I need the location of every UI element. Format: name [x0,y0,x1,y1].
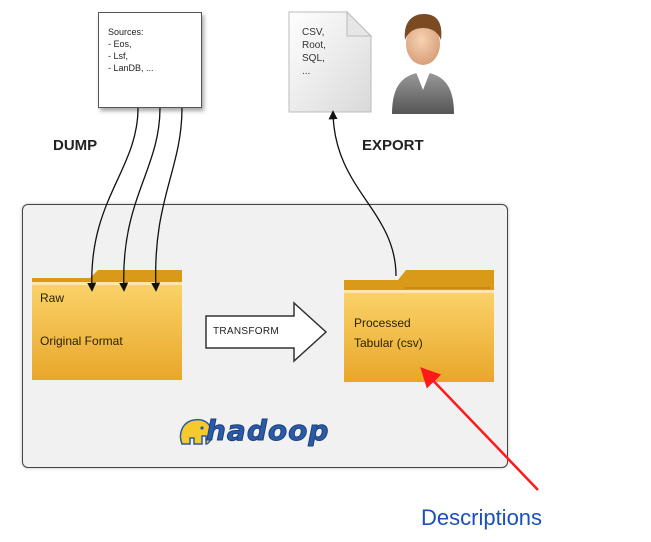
dump-label: DUMP [53,137,98,154]
user-icon [392,14,454,114]
transform-arrow [205,301,328,363]
hadoop-elephant-icon [179,418,213,445]
processed-folder-line2: Tabular (csv) [354,336,423,350]
dump-line-3 [151,107,183,292]
dump-line-2 [119,107,161,292]
raw-folder-title: Raw [40,291,65,305]
raw-folder-subtitle: Original Format [40,334,123,348]
dump-line-1 [87,107,139,292]
descriptions-label: Descriptions [421,505,543,530]
processed-folder-icon [344,270,494,382]
annotation-arrow [420,367,539,491]
transform-label: TRANSFORM [213,326,280,337]
export-line [328,110,397,277]
export-formats: CSV, Root, SQL, ... [302,27,326,77]
sources-box [98,12,202,108]
hadoop-logo-text: hadoop [205,414,330,448]
raw-folder-icon [32,270,182,380]
document-icon [288,10,373,113]
processed-folder-line1: Processed [354,316,411,330]
export-label: EXPORT [362,137,424,154]
sources-text: Sources: - Eos, - Lsf, - LanDB, ... [108,27,154,73]
